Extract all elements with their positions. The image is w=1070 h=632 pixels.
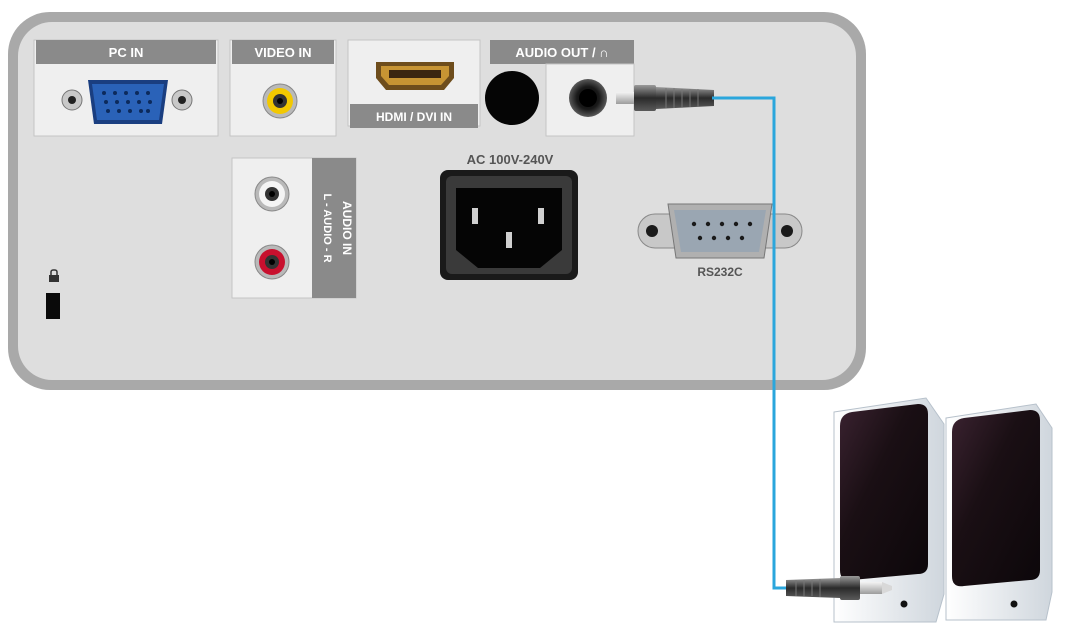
- audio-out-jack[interactable]: [569, 79, 607, 117]
- ac-power-inlet[interactable]: [440, 170, 578, 280]
- video-in-port-group: VIDEO IN: [229, 39, 337, 137]
- ac-label: AC 100V-240V: [467, 152, 554, 167]
- audio-in-sub-label: L - AUDIO - R: [321, 193, 333, 262]
- rs232c-group: RS232C: [637, 203, 803, 279]
- video-jack[interactable]: [262, 83, 298, 119]
- kensington-slot[interactable]: [46, 293, 60, 319]
- round-sensor: [485, 71, 539, 125]
- speaker-input-plug: [786, 576, 892, 600]
- audio-in-label: AUDIO IN: [340, 201, 354, 255]
- pc-in-port-group: PC IN: [33, 39, 219, 137]
- vga-connector[interactable]: [61, 80, 193, 124]
- speaker-left: [833, 397, 945, 623]
- hdmi-port-group: HDMI / DVI IN: [347, 39, 481, 128]
- audio-in-port-group: AUDIO IN L - AUDIO - R: [231, 157, 357, 299]
- audio-out-label: AUDIO OUT / ∩: [515, 45, 608, 60]
- speaker-right: [945, 403, 1053, 621]
- ac-power-group: AC 100V-240V: [440, 152, 578, 280]
- video-in-label: VIDEO IN: [254, 45, 311, 60]
- pc-in-label: PC IN: [109, 45, 144, 60]
- hdmi-connector[interactable]: [376, 62, 454, 90]
- kensington-lock-icon: [49, 269, 59, 282]
- audio-out-plug: [616, 85, 714, 111]
- audio-in-left-jack[interactable]: [254, 176, 290, 212]
- rs232c-connector[interactable]: [637, 203, 803, 259]
- audio-in-right-jack[interactable]: [254, 244, 290, 280]
- hdmi-label: HDMI / DVI IN: [376, 110, 452, 124]
- rs232c-label: RS232C: [697, 265, 743, 279]
